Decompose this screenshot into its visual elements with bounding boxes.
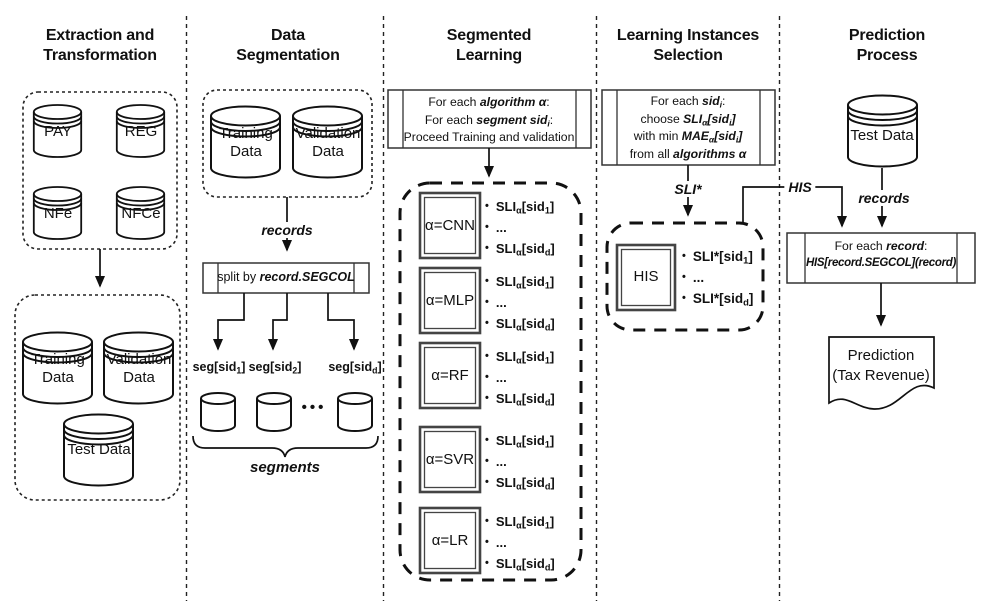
db-label: NFe [43, 205, 73, 222]
bullet-icon: • [682, 271, 686, 283]
bullet-icon: • [485, 434, 489, 446]
flow-arrow [212, 293, 245, 351]
algorithm-label: α=SVR [425, 451, 475, 468]
algorithm-label: α=LR [431, 532, 469, 549]
db-label: Training Data [31, 351, 85, 386]
segment-label: seg[sidd] [328, 360, 382, 376]
models-dashed-box [398, 181, 583, 582]
bullet-icon: • [485, 536, 489, 548]
segment-label: seg[sid1] [192, 360, 246, 376]
algorithm-box [423, 511, 477, 570]
algorithm-label: α=RF [431, 367, 469, 384]
bullet-icon: • [485, 221, 489, 233]
column-title-segmentation: Data Segmentation [236, 27, 340, 64]
prediction-shapes [786, 94, 976, 410]
bullet-icon: • [682, 250, 686, 262]
db-label: Test Data [67, 441, 131, 458]
algorithm-box [423, 346, 477, 405]
db-label: Test Data [850, 127, 914, 144]
extraction-shapes [14, 91, 181, 501]
bullet-icon: • [682, 292, 686, 304]
ellipsis-dots: ••• [301, 399, 327, 416]
bullet-icon: • [485, 296, 489, 308]
loop-box-text: For each algorithm α: For each segment s… [403, 95, 575, 144]
his-box [620, 248, 672, 307]
model-output-list: •SLIα[sid1] •... •SLIα[sidd] [485, 511, 555, 574]
apply-process-box [786, 232, 976, 284]
column-title-prediction: Prediction Process [848, 27, 926, 64]
learning-shapes [387, 89, 592, 582]
sources-dashed-box [22, 91, 178, 250]
flow-arrow [267, 293, 288, 351]
records-label: records [257, 222, 317, 238]
document-shape [828, 336, 935, 410]
segment-cylinder [200, 392, 236, 432]
bullet-icon: • [485, 476, 489, 488]
db-label: REG [124, 123, 158, 140]
flow-arrow [327, 293, 360, 351]
db-label: Validation Data [295, 125, 361, 160]
segment-cylinder [256, 392, 292, 432]
model-output-list: •SLIα[sid1] •... •SLIα[sidd] [485, 346, 555, 409]
split-process-box [202, 262, 370, 294]
algorithm-label: α=MLP [425, 292, 475, 309]
algorithm-box [423, 271, 477, 330]
bullet-icon: • [485, 242, 489, 254]
bullet-icon: • [485, 371, 489, 383]
algorithm-box [423, 430, 477, 489]
segment-label: seg[sid2] [248, 360, 302, 376]
sli-star-label: SLI* [670, 181, 706, 197]
column-title-selection: Learning Instances Selection [616, 27, 760, 64]
bullet-icon: • [485, 317, 489, 329]
his-dashed-box [605, 221, 765, 332]
db-label: Training Data [219, 125, 273, 160]
split-box-text: split by record.SEGCOL [217, 270, 355, 284]
algorithm-box [423, 196, 477, 255]
model-output-list: •SLIα[sid1] •... •SLIα[sidd] [485, 430, 555, 493]
bullet-icon: • [485, 275, 489, 287]
records-label: records [854, 190, 914, 206]
column-title-learning: Segmented Learning [446, 27, 532, 64]
bullet-icon: • [485, 350, 489, 362]
bullet-icon: • [485, 557, 489, 569]
loop-process-box [387, 89, 592, 149]
column-title-extraction: Extraction and Transformation [43, 27, 157, 64]
selection-box-text: For each sidi: choose SLIα[sidi] with mi… [629, 94, 747, 161]
db-label: Validation Data [106, 351, 172, 386]
datasets-dashed-box [14, 294, 181, 501]
model-output-list: •SLIα[sid1] •... •SLIα[sidd] [485, 271, 555, 334]
bullet-icon: • [485, 200, 489, 212]
selection-process-box [601, 89, 776, 166]
bullet-icon: • [485, 515, 489, 527]
algorithm-label: α=CNN [425, 217, 475, 234]
his-connector-label: HIS [784, 179, 816, 195]
apply-box-text: For each record: HIS[record.SEGCOL](reco… [805, 239, 957, 269]
db-label: NFCe [121, 205, 161, 222]
model-output-list: •SLIα[sid1] •... •SLIα[sidd] [485, 196, 555, 259]
segments-brace [192, 435, 379, 458]
his-box-label: HIS [633, 268, 659, 285]
selection-shapes [601, 89, 848, 332]
segmentation-shapes [192, 89, 379, 458]
bullet-icon: • [485, 455, 489, 467]
db-label: PAY [44, 123, 72, 140]
bullet-icon: • [485, 392, 489, 404]
segments-label: segments [249, 459, 321, 476]
segment-cylinder [337, 392, 373, 432]
his-output-list: •SLI*[sid1] •... •SLI*[sidd] [682, 246, 753, 309]
prediction-document-label: Prediction (Tax Revenue) [832, 347, 930, 384]
